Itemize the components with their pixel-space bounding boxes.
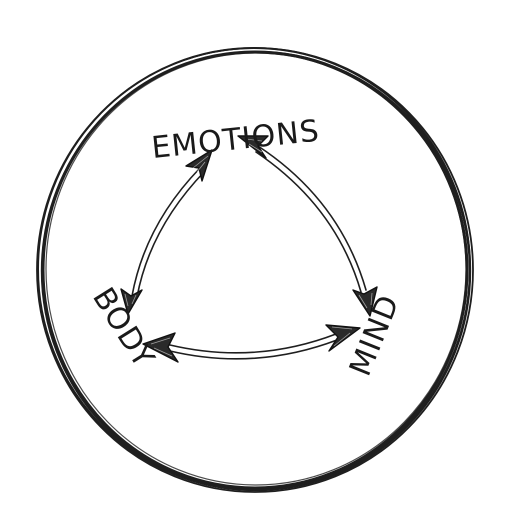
arrow-emotions-body bbox=[120, 149, 213, 315]
arrow-emotions-mind bbox=[237, 135, 378, 317]
arrow-body-mind bbox=[142, 324, 361, 363]
label-mind: MIND bbox=[343, 290, 407, 381]
arrowhead-down-left bbox=[120, 288, 143, 315]
arrowhead-down-right bbox=[352, 286, 378, 317]
outer-circle bbox=[36, 47, 474, 493]
arrowhead-up-right bbox=[237, 135, 269, 159]
label-body: BODY bbox=[85, 282, 161, 375]
arrowhead-right bbox=[325, 324, 361, 352]
label-emotions: EMOTIONS bbox=[150, 114, 321, 166]
